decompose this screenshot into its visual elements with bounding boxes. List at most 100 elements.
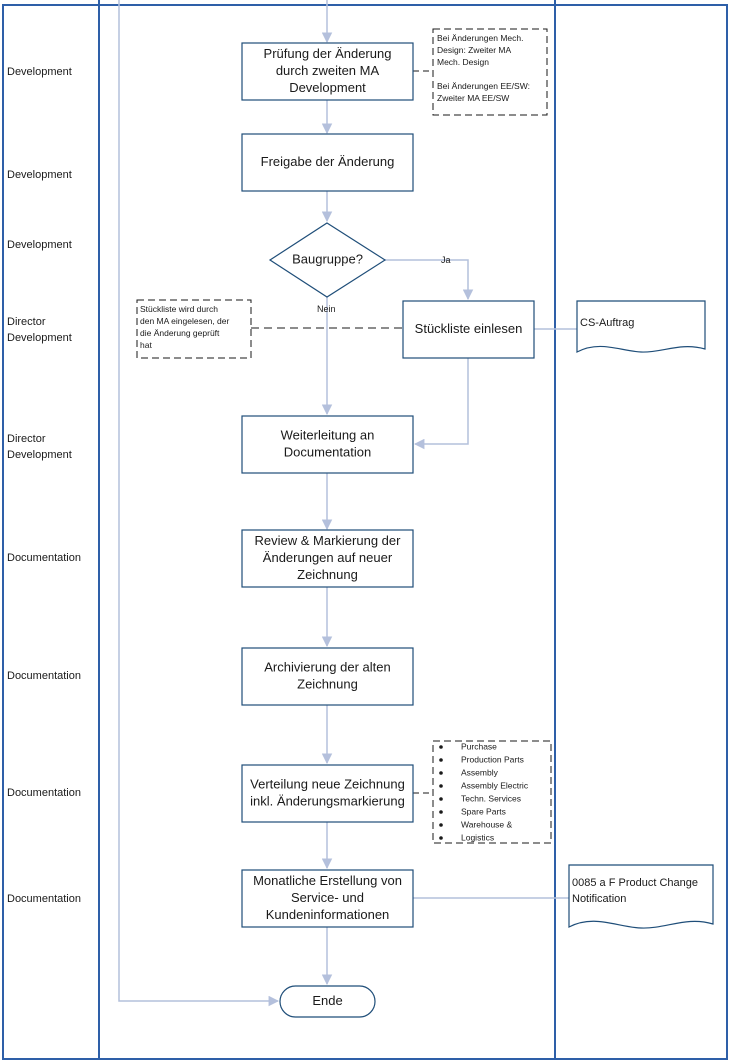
role-column: DevelopmentDevelopmentDevelopmentDirecto…: [7, 66, 81, 905]
lane-label-line: Development: [7, 239, 72, 251]
step-review: [241, 529, 414, 588]
terminator-ende-label: Ende: [312, 993, 342, 1008]
distribution-item: Techn. Services: [461, 793, 521, 803]
loop-connector: [118, 0, 280, 1007]
distribution-item: Purchase: [461, 741, 497, 751]
distribution-item: Assembly: [461, 767, 499, 777]
lane-label: Documentation: [7, 893, 81, 905]
note-mech-text-line: Bei Änderungen EE/SW:: [437, 81, 530, 91]
step-freigabe-label: Freigabe der Änderung: [261, 154, 395, 169]
lane-label-line: Director: [7, 433, 46, 445]
step-verteilung-label-line: inkl. Änderungsmarkierung: [250, 793, 405, 808]
lane-label-line: Documentation: [7, 893, 81, 905]
step-weiterleitung: [241, 415, 414, 474]
lane-label: Development: [7, 66, 72, 78]
step-pruefung-label-line: durch zweiten MA: [276, 63, 380, 78]
bullet-icon: [439, 823, 443, 827]
lane-label: Development: [7, 169, 72, 181]
document-product-change-label-line: 0085 a F Product Change: [572, 877, 698, 889]
document-cs-auftrag-label: CS-Auftrag: [580, 317, 634, 329]
lane-label-line: Development: [7, 66, 72, 78]
step-pruefung: [241, 42, 414, 101]
note-stueckliste-text-line: hat: [140, 340, 152, 350]
note-stueckliste-text-line: die Änderung geprüft: [140, 328, 220, 338]
step-verteilung: [241, 764, 414, 823]
bullet-icon: [439, 836, 443, 840]
terminator-ende-label-line: Ende: [312, 993, 342, 1008]
lane-label-line: Development: [7, 332, 72, 344]
note-mech-text-line: Mech. Design: [437, 57, 489, 67]
lane-label-line: Documentation: [7, 787, 81, 799]
lane-label-line: Development: [7, 169, 72, 181]
step-pruefung-label-line: Prüfung der Änderung: [264, 46, 392, 61]
outer-border: [2, 4, 728, 1060]
step-stueckliste-label: Stückliste einlesen: [415, 321, 523, 336]
bullet-icon: [439, 784, 443, 788]
connectors: [118, 0, 577, 1007]
lane-label: Documentation: [7, 787, 81, 799]
note-mech: [432, 28, 548, 116]
document-product-change: [568, 864, 714, 929]
step-monatlich-label-line: Kundeninformationen: [266, 907, 390, 922]
document-cs-auftrag: [576, 300, 706, 353]
connector-ja-stueckliste: [385, 259, 474, 301]
annotation-links: [251, 70, 433, 794]
step-stueckliste-label-line: Stückliste einlesen: [415, 321, 523, 336]
step-review-label-line: Zeichnung: [297, 567, 358, 582]
note-stueckliste: [136, 299, 252, 359]
note-mech-text-line: Bei Änderungen Mech.: [437, 33, 523, 43]
step-review-label-line: Änderungen auf neuer: [263, 550, 393, 565]
document-cs-auftrag-label-line: CS-Auftrag: [580, 317, 634, 329]
distribution-item: Spare Parts: [461, 806, 506, 816]
step-weiterleitung-label-line: Documentation: [284, 444, 371, 459]
lane-label: Documentation: [7, 670, 81, 682]
document-product-change-label-line: Notification: [572, 893, 626, 905]
lane-label-line: Development: [7, 449, 72, 461]
bullet-icon: [439, 810, 443, 814]
distribution-item: Warehouse &: [461, 819, 513, 829]
bullet-icon: [439, 797, 443, 801]
note-mech-text-line: Zweiter MA EE/SW: [437, 93, 509, 103]
step-weiterleitung-label-line: Weiterleitung an: [281, 427, 375, 442]
decision-baugruppe-label: Baugruppe?: [292, 251, 363, 266]
lane-label: Documentation: [7, 552, 81, 564]
lane-label-line: Documentation: [7, 552, 81, 564]
step-monatlich: [241, 869, 414, 928]
bullet-icon: [439, 745, 443, 749]
step-monatlich-label-line: Service- und: [291, 890, 364, 905]
step-monatlich-label-line: Monatliche Erstellung von: [253, 873, 402, 888]
step-archivierung-label-line: Zeichnung: [297, 676, 358, 691]
distribution-item: Assembly Electric: [461, 780, 529, 790]
step-review-label-line: Review & Markierung der: [255, 533, 402, 548]
step-archivierung: [241, 647, 414, 706]
connector-stueckliste-weiterleitung: [413, 358, 469, 450]
lane-label-line: Documentation: [7, 670, 81, 682]
decision-baugruppe-label-line: Baugruppe?: [292, 251, 363, 266]
bullet-icon: [439, 771, 443, 775]
lane-label: Development: [7, 239, 72, 251]
step-stueckliste: [402, 300, 535, 359]
lane-label-line: Director: [7, 316, 46, 328]
decision-baugruppe: [268, 222, 387, 298]
terminator-ende: [279, 985, 376, 1018]
branch-no-label: Nein: [317, 304, 336, 314]
step-freigabe-label-line: Freigabe der Änderung: [261, 154, 395, 169]
bullet-icon: [439, 758, 443, 762]
branch-yes-label: Ja: [441, 255, 451, 265]
distribution-item: Logistics: [461, 832, 494, 842]
